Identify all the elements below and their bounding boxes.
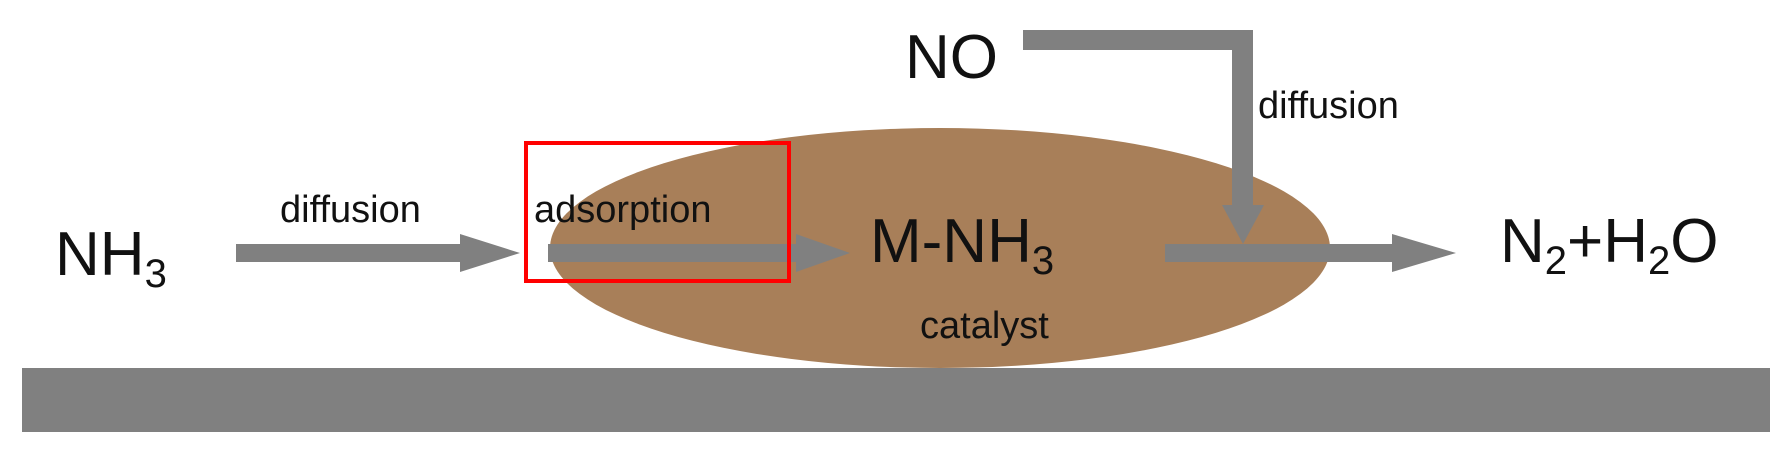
support-substrate bbox=[22, 368, 1770, 432]
no-diffusion-arrow bbox=[1023, 30, 1264, 244]
catalyst-label: catalyst bbox=[920, 305, 1049, 347]
product-arrow bbox=[1165, 234, 1456, 272]
no-label: NO bbox=[905, 23, 998, 92]
diffusion-right-label: diffusion bbox=[1258, 85, 1399, 127]
adsorption-arrow bbox=[548, 234, 850, 272]
adsorption-highlight-box bbox=[524, 141, 791, 283]
m-nh3-label: M-NH3 bbox=[870, 207, 1054, 283]
nh3-label: NH3 bbox=[55, 220, 167, 296]
catalyst-particle bbox=[550, 128, 1330, 368]
adsorption-label: adsorption bbox=[534, 189, 711, 231]
products-label: N2+H2O bbox=[1500, 207, 1719, 283]
diffusion-left-label: diffusion bbox=[280, 189, 421, 231]
diffusion-left-arrow bbox=[236, 234, 520, 272]
